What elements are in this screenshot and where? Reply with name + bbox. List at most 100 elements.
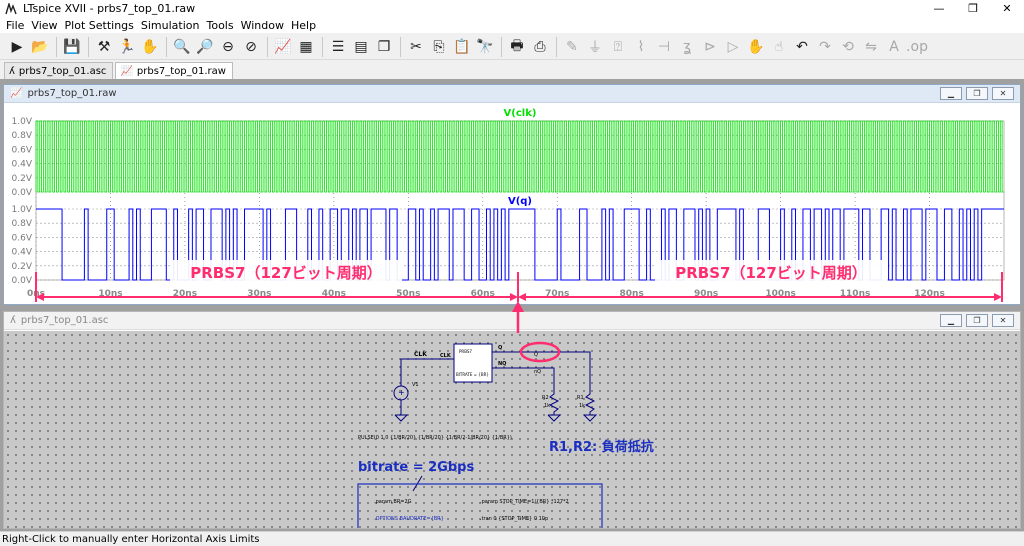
window-title: LTspice XVII - prbs7_top_01.raw xyxy=(23,2,196,15)
wire-pencil-icon[interactable]: ✎ xyxy=(566,38,578,55)
pan-hand-icon[interactable]: ✋ xyxy=(141,38,159,55)
x-tick-label: 60ns xyxy=(471,289,495,299)
print-icon[interactable]: ⎙ xyxy=(534,38,546,55)
pulse-spec[interactable]: PULSE(0 1 0 {1/BR/20} {1/BR/20} {1/BR/2-… xyxy=(358,435,512,441)
find-binoculars-icon[interactable]: 🔭 xyxy=(476,38,494,55)
close-button[interactable]: ✕ xyxy=(1002,2,1012,15)
grid-icon[interactable]: ▦ xyxy=(299,38,313,55)
schematic-restore-button[interactable]: ❐ xyxy=(966,314,988,327)
x-tick-label: 10ns xyxy=(98,289,122,299)
waveform-minimize-button[interactable]: ▁ xyxy=(940,87,962,100)
open-folder-icon[interactable]: 📂 xyxy=(31,38,49,55)
component-icon[interactable]: ▷ xyxy=(727,38,739,55)
waveform-window-icon: 📈 xyxy=(10,88,23,99)
r1-value: 1k xyxy=(579,403,585,409)
minimize-button[interactable]: — xyxy=(933,2,945,15)
nq-net-label: nQ xyxy=(534,369,541,375)
menu-help[interactable]: Help xyxy=(290,18,317,32)
schematic-canvas[interactable]: PRBS7 BITRATE = {BR} CLK Q NQ CLK Q nQ xyxy=(4,331,1020,528)
run-icon[interactable]: ▶ xyxy=(11,38,23,55)
waveform-close-button[interactable]: ✕ xyxy=(992,87,1014,100)
redo-icon[interactable]: ↷ xyxy=(819,38,831,55)
schematic-window-title: prbs7_top_01.asc xyxy=(20,315,109,326)
clk-trace-label[interactable]: V(clk) xyxy=(504,108,537,119)
label-net-icon[interactable]: ⍰ xyxy=(613,38,623,55)
prbs7-block[interactable] xyxy=(453,343,493,383)
schematic-drawing: PRBS7 BITRATE = {BR} CLK Q NQ CLK Q nQ xyxy=(357,341,654,528)
y-tick-label: 0.4V xyxy=(12,160,33,170)
prbs7-block-name: PRBS7 xyxy=(459,349,472,354)
capacitor-icon[interactable]: ⊣ xyxy=(657,38,671,55)
toolbar: ▶ 📂 💾 ⚒ 🏃 ✋ 🔍 🔎 ⊖ ⊘ 📈 ▦ ☰ ▤ ❐ ✂ ⎘ 📋 🔭 🖶 … xyxy=(0,34,1024,60)
resistor-icon[interactable]: ⌇ xyxy=(637,38,645,55)
mirror-icon[interactable]: ⇋ xyxy=(865,38,877,55)
tile-horizontal-icon[interactable]: ☰ xyxy=(331,38,345,55)
y-tick-label: 0.8V xyxy=(12,219,33,229)
r1-resistor[interactable] xyxy=(584,391,596,415)
toolbar-separator xyxy=(400,36,401,57)
rotate-icon[interactable]: ⟲ xyxy=(842,38,854,55)
options-directive[interactable]: .OPTIONS BAUDRATE={BR} xyxy=(374,516,444,522)
menu-simulation[interactable]: Simulation xyxy=(140,18,200,32)
x-tick-label: 40ns xyxy=(322,289,346,299)
r2-resistor[interactable] xyxy=(548,391,560,415)
print-setup-icon[interactable]: 🖶 xyxy=(510,37,524,54)
annotation-arrowhead xyxy=(510,293,518,301)
waveform-restore-button[interactable]: ❐ xyxy=(966,87,988,100)
zoom-out-icon[interactable]: 🔎 xyxy=(196,38,214,55)
menu-window[interactable]: Window xyxy=(240,18,284,32)
x-tick-label: 70ns xyxy=(545,289,569,299)
param-br-directive[interactable]: .param BR=2G xyxy=(374,499,412,505)
maximize-button[interactable]: ❐ xyxy=(968,2,978,15)
run-sim-icon[interactable]: 🏃 xyxy=(118,38,136,55)
paste-icon[interactable]: 📋 xyxy=(453,38,471,55)
menu-tools[interactable]: Tools xyxy=(206,18,234,32)
diode-icon[interactable]: ⊳ xyxy=(704,38,716,55)
q-trace-label[interactable]: V(q) xyxy=(508,196,532,207)
y-tick-label: 1.0V xyxy=(12,117,33,127)
clk-wire xyxy=(400,358,454,386)
waveform-plot[interactable]: 1.0V0.8V0.6V0.4V0.2V0.0V1.0V0.8V0.6V0.4V… xyxy=(4,104,1020,304)
control-panel-icon[interactable]: ⚒ xyxy=(97,38,111,55)
tab-waveform[interactable]: 📈 prbs7_top_01.raw xyxy=(115,62,233,79)
tile-vertical-icon[interactable]: ▤ xyxy=(354,38,368,55)
zoom-in-icon[interactable]: 🔍 xyxy=(173,38,191,55)
schematic-minimize-button[interactable]: ▁ xyxy=(940,314,962,327)
param-stop-directive[interactable]: .param STOP_TIME=1/{BR} *127*2 xyxy=(480,499,569,505)
schematic-close-button[interactable]: ✕ xyxy=(992,314,1014,327)
tab-schematic[interactable]: ʎ prbs7_top_01.asc xyxy=(4,62,114,79)
save-icon[interactable]: 💾 xyxy=(63,38,81,55)
y-tick-label: 0.6V xyxy=(12,233,33,243)
spice-directive-icon[interactable]: .op xyxy=(906,38,928,55)
tran-directive[interactable]: .tran 0 {STOP_TIME} 0 10p xyxy=(480,516,548,522)
document-tabs: ʎ prbs7_top_01.asc 📈 prbs7_top_01.raw xyxy=(0,61,1024,79)
ground-icon[interactable]: ⏚ xyxy=(588,39,602,56)
toolbar-separator xyxy=(322,36,323,57)
zoom-cancel-icon[interactable]: ⊘ xyxy=(245,38,257,55)
q-pin-label: Q xyxy=(498,345,502,351)
undo-icon[interactable]: ↶ xyxy=(796,38,808,55)
text-icon[interactable]: A xyxy=(889,38,899,55)
menu-view[interactable]: View xyxy=(31,18,58,32)
drag-hand-icon[interactable]: ☝ xyxy=(774,38,784,55)
menu-file[interactable]: File xyxy=(6,18,25,32)
zoom-fit-icon[interactable]: ⊖ xyxy=(222,38,234,55)
inductor-icon[interactable]: ʓ xyxy=(682,38,692,55)
toolbar-separator xyxy=(501,36,502,57)
r1-label: R1 xyxy=(577,395,584,401)
copy-icon[interactable]: ⎘ xyxy=(433,38,445,55)
menu-bar: File View Plot Settings Simulation Tools… xyxy=(0,17,1024,33)
menu-plot-settings[interactable]: Plot Settings xyxy=(64,18,134,32)
clk-waveform-path xyxy=(35,120,1004,193)
annotation-arrowhead xyxy=(518,293,526,301)
annotation-bg-right xyxy=(655,260,887,284)
x-tick-label: 110ns xyxy=(840,289,871,299)
cascade-icon[interactable]: ❐ xyxy=(377,38,391,55)
move-hand-icon[interactable]: ✋ xyxy=(747,38,765,55)
autorange-icon[interactable]: 📈 xyxy=(274,38,292,55)
y-tick-label: 0.0V xyxy=(12,188,33,198)
cut-icon[interactable]: ✂ xyxy=(410,38,422,55)
